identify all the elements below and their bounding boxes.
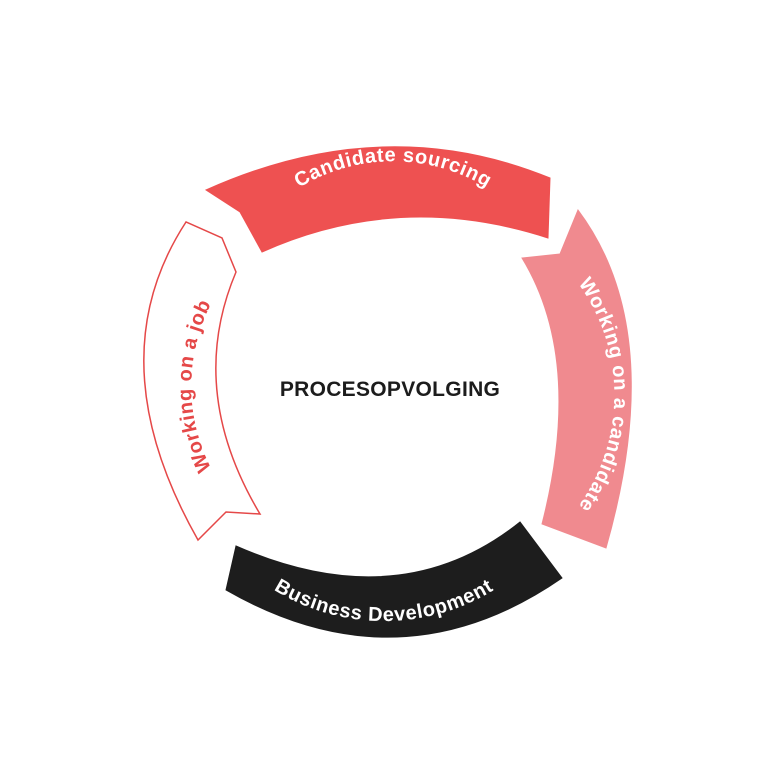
segment-business-development: [225, 521, 563, 638]
segment-candidate-sourcing: [204, 146, 551, 253]
center-title: PROCESOPVOLGING: [280, 378, 500, 401]
segment-working-on-a-job: [143, 221, 262, 542]
segments-group: [143, 146, 632, 638]
segment-working-on-a-candidate: [521, 208, 632, 549]
